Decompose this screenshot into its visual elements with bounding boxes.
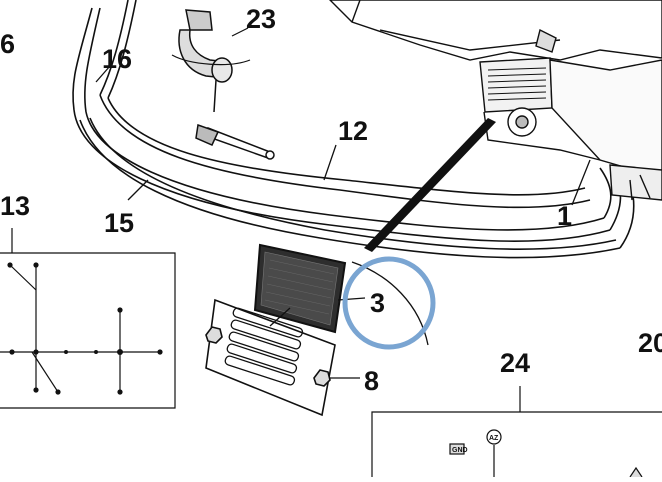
grille-cover-8 <box>205 298 336 417</box>
ground-box-icon: GND <box>452 447 468 454</box>
callout-13: 13 <box>0 191 30 221</box>
inset-24-schematic <box>371 386 662 478</box>
callout-3: 3 <box>370 288 385 318</box>
fuse-icon: AZ <box>489 435 499 442</box>
filter-element-3 <box>253 243 347 334</box>
callout-23: 23 <box>246 4 276 34</box>
callout-16: 16 <box>102 44 132 74</box>
callout-8: 8 <box>364 366 379 396</box>
hose-bundle <box>72 0 635 259</box>
inset-13-schematic <box>0 228 176 409</box>
callout-16-edge: 6 <box>0 29 15 59</box>
highlight-circle <box>342 256 436 350</box>
callout-15: 15 <box>104 208 134 238</box>
machine-frame <box>329 0 662 201</box>
callout-24: 24 <box>500 348 530 378</box>
callout-12: 12 <box>338 116 368 146</box>
callout-1: 1 <box>557 201 572 231</box>
callout-20-edge: 20 <box>638 328 662 358</box>
leader-thick <box>364 118 496 252</box>
fitting-23 <box>171 9 275 160</box>
